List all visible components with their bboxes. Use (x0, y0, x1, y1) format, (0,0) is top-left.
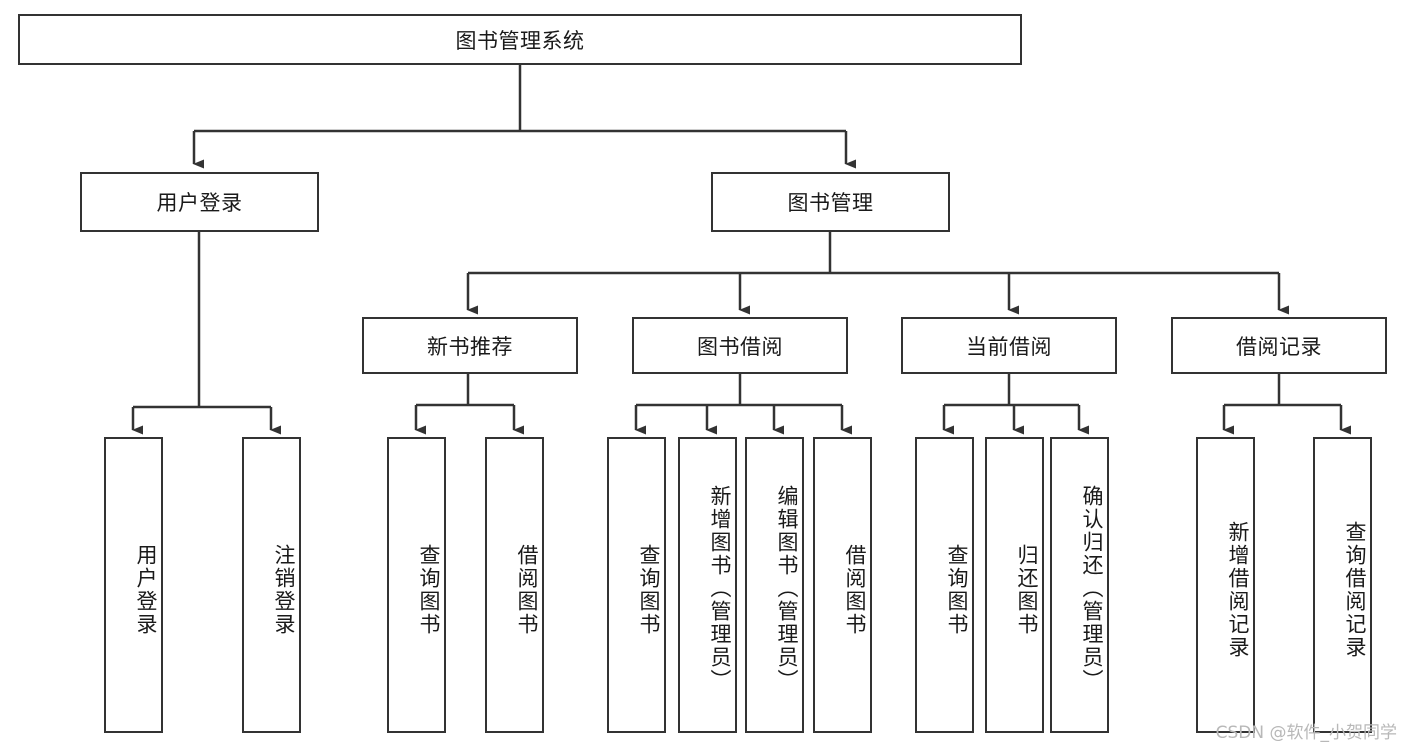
leaf-add-book-admin[interactable]: 新增图书（管理员） (678, 437, 737, 733)
leaf-add-borrow-record[interactable]: 新增借阅记录 (1196, 437, 1255, 733)
node-label: 图书管理 (787, 191, 874, 215)
node-label: 新书推荐 (427, 334, 513, 359)
leaf-query-book-borrow[interactable]: 查询图书 (607, 437, 666, 733)
node-current-borrow[interactable]: 当前借阅 (901, 317, 1117, 374)
leaf-return-book[interactable]: 归还图书 (985, 437, 1044, 733)
node-label: 新增借阅记录 (1226, 521, 1250, 659)
leaf-query-book-recommend[interactable]: 查询图书 (387, 437, 446, 733)
node-label: 借阅记录 (1236, 334, 1322, 359)
node-new-book-recommend[interactable]: 新书推荐 (362, 317, 578, 374)
leaf-user-login[interactable]: 用户登录 (104, 437, 163, 733)
node-label: 查询图书 (417, 544, 441, 636)
node-label: 注销登录 (272, 544, 296, 636)
node-book-borrow[interactable]: 图书借阅 (632, 317, 848, 374)
node-label: 确认归还（管理员） (1080, 484, 1104, 692)
leaf-borrow-book-recommend[interactable]: 借阅图书 (485, 437, 544, 733)
leaf-confirm-return-admin[interactable]: 确认归还（管理员） (1050, 437, 1109, 733)
node-label: 查询图书 (637, 544, 661, 636)
leaf-query-book-current[interactable]: 查询图书 (915, 437, 974, 733)
node-label: 用户登录 (156, 191, 243, 215)
node-book-manage[interactable]: 图书管理 (711, 172, 950, 232)
node-root-book-management-system[interactable]: 图书管理系统 (18, 14, 1022, 65)
node-label: 新增图书（管理员） (708, 484, 732, 692)
node-label: 编辑图书（管理员） (775, 484, 799, 692)
node-label: 借阅图书 (843, 544, 867, 636)
node-label: 查询借阅记录 (1343, 521, 1367, 659)
node-user-login[interactable]: 用户登录 (80, 172, 319, 232)
watermark-text: CSDN @软件_小贺同学 (1215, 723, 1397, 743)
node-label: 当前借阅 (966, 334, 1052, 359)
node-label: 查询图书 (945, 544, 969, 636)
node-label: 归还图书 (1015, 544, 1039, 636)
leaf-edit-book-admin[interactable]: 编辑图书（管理员） (745, 437, 804, 733)
node-label: 用户登录 (134, 544, 158, 636)
node-borrow-record[interactable]: 借阅记录 (1171, 317, 1387, 374)
leaf-query-borrow-record[interactable]: 查询借阅记录 (1313, 437, 1372, 733)
leaf-logout-login[interactable]: 注销登录 (242, 437, 301, 733)
node-label: 图书管理系统 (455, 28, 585, 53)
leaf-borrow-book[interactable]: 借阅图书 (813, 437, 872, 733)
node-label: 借阅图书 (515, 544, 539, 636)
node-label: 图书借阅 (697, 334, 783, 359)
